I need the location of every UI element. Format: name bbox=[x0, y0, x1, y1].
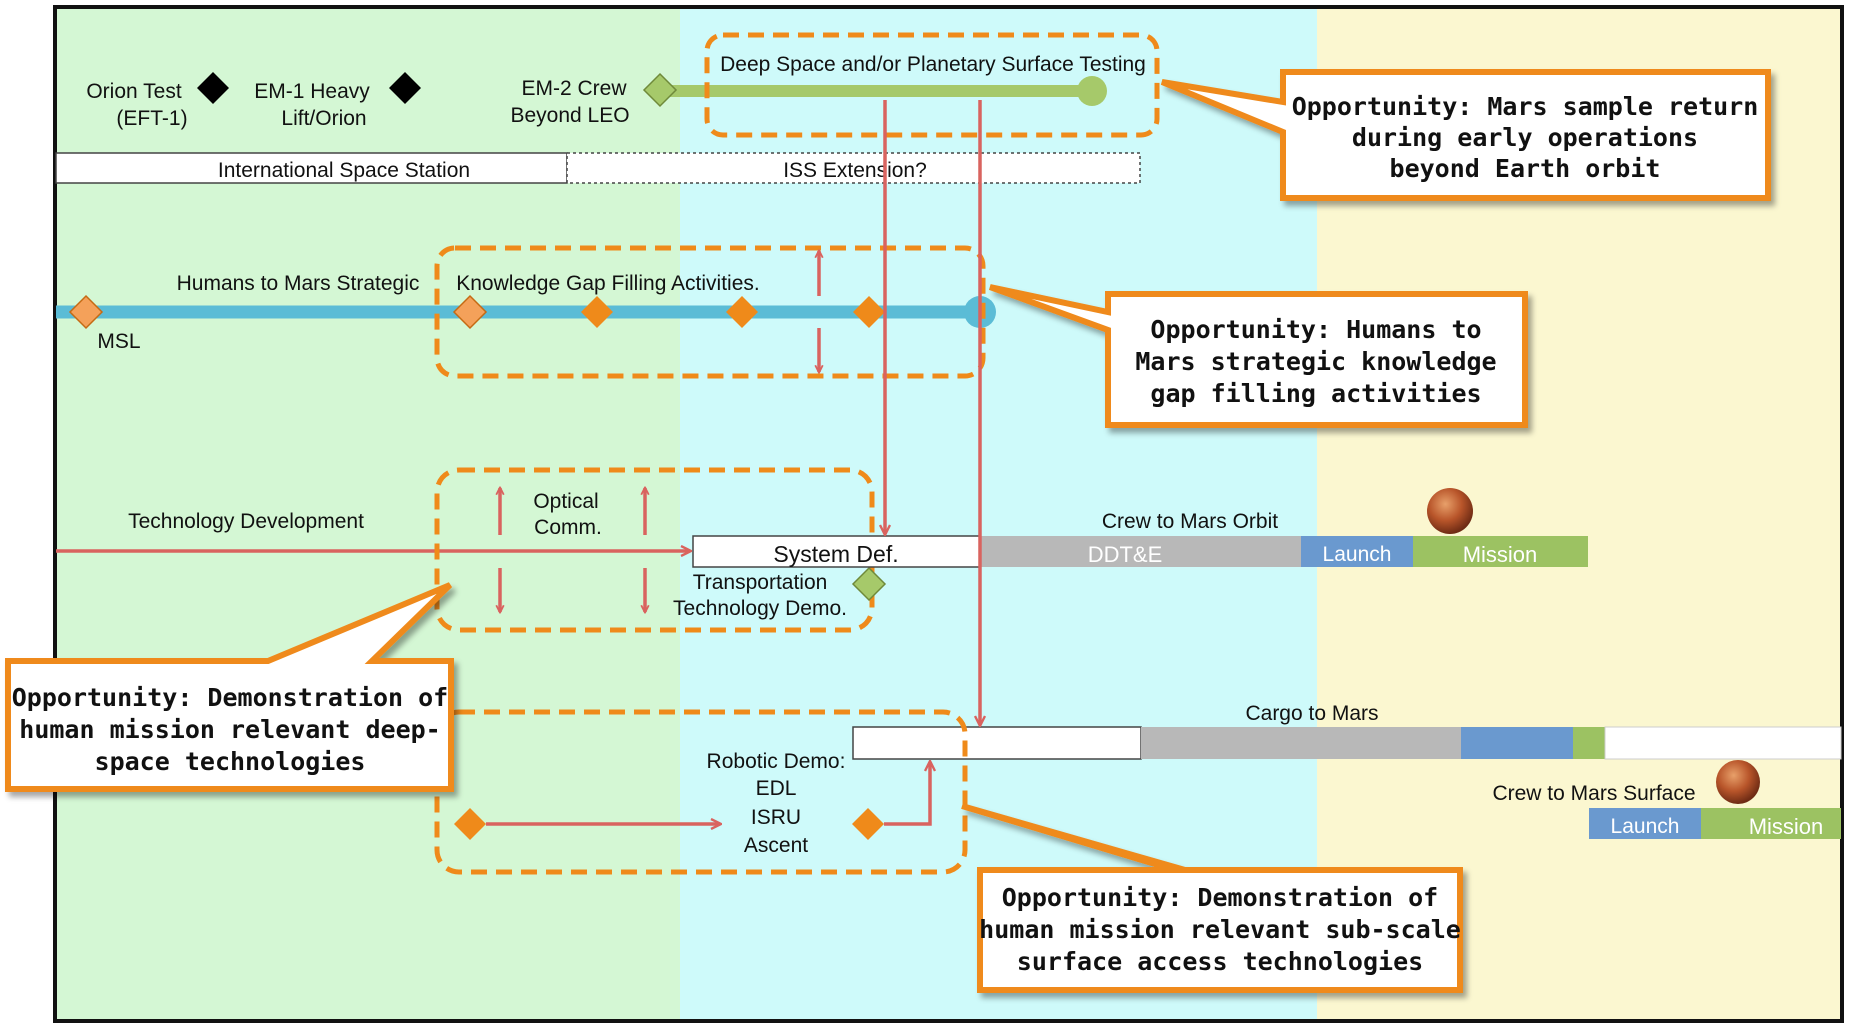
optical-comm-label-line2: Comm. bbox=[534, 516, 602, 539]
callout-strategic-line2: Mars strategic knowledge bbox=[1135, 347, 1496, 376]
callout-surface-access: Opportunity: Demonstration of human miss… bbox=[961, 803, 1463, 993]
strategic-milestone-diamond-4 bbox=[853, 296, 885, 328]
strategic-milestone-diamond-2 bbox=[581, 296, 613, 328]
callout-strategic-line1: Opportunity: Humans to bbox=[1150, 315, 1481, 344]
technology-development-label: Technology Development bbox=[128, 510, 364, 533]
ddte-label: DDT&E bbox=[1088, 542, 1163, 567]
strategic-label-left: Humans to Mars Strategic bbox=[177, 272, 420, 295]
strategic-knowledge-box bbox=[434, 245, 986, 379]
cargo-mission-bar bbox=[1573, 727, 1605, 759]
deep-space-testing-endpoint bbox=[1077, 76, 1107, 106]
callout-sample-return-line2: during early operations bbox=[1352, 123, 1698, 152]
robotic-start-diamond bbox=[454, 808, 486, 840]
robotic-demo-label-line1: Robotic Demo: bbox=[707, 750, 846, 773]
iss-label: International Space Station bbox=[218, 159, 470, 182]
crew-surface-launch-label: Launch bbox=[1611, 815, 1680, 838]
crew-surface-title: Crew to Mars Surface bbox=[1492, 782, 1695, 805]
callout-deep-space-tech: Opportunity: Demonstration of human miss… bbox=[5, 582, 454, 792]
em1-milestone-diamond bbox=[389, 72, 421, 104]
system-def-bar bbox=[692, 535, 981, 568]
eft1-label: (EFT-1) bbox=[116, 107, 187, 130]
mars-planet-icon-orbit bbox=[1427, 488, 1473, 534]
robotic-demo-label-line4: Ascent bbox=[744, 834, 808, 857]
crew-orbit-mission-bar bbox=[1413, 536, 1588, 567]
crew-orbit-mission-label: Mission bbox=[1463, 542, 1538, 567]
msl-label: MSL bbox=[97, 330, 140, 353]
crew-orbit-launch-bar bbox=[1301, 536, 1413, 567]
crew-surface-launch-bar bbox=[1589, 808, 1701, 839]
robotic-demo-label-line2: EDL bbox=[756, 777, 797, 800]
callout-surface-line3: surface access technologies bbox=[1017, 947, 1423, 976]
cargo-extension-bar bbox=[1604, 726, 1842, 760]
deep-space-testing-label: Deep Space and/or Planetary Surface Test… bbox=[720, 53, 1146, 76]
transportation-demo-diamond bbox=[851, 566, 887, 602]
iss-extension-label: ISS Extension? bbox=[783, 159, 927, 182]
robotic-demo-label-line3: ISRU bbox=[751, 806, 801, 829]
em2-label-line2: Beyond LEO bbox=[510, 104, 629, 127]
callout-surface-line2: human mission relevant sub-scale bbox=[979, 915, 1461, 944]
em2-label-line1: EM-2 Crew bbox=[521, 77, 627, 100]
orion-test-label: Orion Test bbox=[86, 80, 181, 103]
orion-test-milestone-diamond bbox=[197, 72, 229, 104]
msl-milestone-diamond bbox=[68, 294, 104, 330]
diagram-frame bbox=[53, 5, 1844, 1023]
crew-orbit-title: Crew to Mars Orbit bbox=[1102, 510, 1278, 533]
mars-planet-icon-surface bbox=[1716, 760, 1760, 804]
cargo-title: Cargo to Mars bbox=[1245, 702, 1378, 725]
optical-comm-label-line1: Optical bbox=[533, 490, 598, 513]
callout-sample-return-line1: Opportunity: Mars sample return bbox=[1292, 92, 1759, 121]
crew-orbit-launch-label: Launch bbox=[1323, 543, 1392, 566]
callout-strategic-line3: gap filling activities bbox=[1150, 379, 1481, 408]
robotic-to-cargo-arrow bbox=[884, 762, 930, 826]
iss-extension-bar bbox=[566, 152, 1141, 184]
cargo-definition-bar bbox=[852, 726, 1142, 760]
em2-milestone-diamond bbox=[642, 72, 678, 108]
em1-label-line2: Lift/Orion bbox=[281, 107, 366, 130]
callout-surface-line1: Opportunity: Demonstration of bbox=[1002, 883, 1439, 912]
ddte-bar bbox=[980, 536, 1301, 567]
deep-space-testing-box bbox=[704, 32, 1160, 138]
callout-deep-space-line1: Opportunity: Demonstration of bbox=[12, 683, 449, 712]
strategic-milestone-diamond-3 bbox=[726, 296, 758, 328]
transportation-label-line1: Transportation bbox=[693, 571, 828, 594]
strategic-label-right: Knowledge Gap Filling Activities. bbox=[456, 272, 760, 295]
crew-surface-mission-bar bbox=[1701, 808, 1841, 839]
strategic-milestone-diamond-1 bbox=[452, 294, 488, 330]
transportation-label-line2: Technology Demo. bbox=[673, 597, 847, 620]
robotic-end-diamond bbox=[852, 808, 884, 840]
system-def-label: System Def. bbox=[773, 541, 898, 567]
robotic-demo-box bbox=[434, 709, 968, 875]
cargo-launch-bar bbox=[1461, 727, 1573, 759]
callout-deep-space-line3: space technologies bbox=[95, 747, 366, 776]
callout-deep-space-line2: human mission relevant deep- bbox=[19, 715, 440, 744]
crew-surface-mission-label: Mission bbox=[1749, 814, 1824, 839]
cargo-ddte-bar bbox=[1141, 727, 1461, 759]
em1-label-line1: EM-1 Heavy bbox=[254, 80, 370, 103]
callout-sample-return: Opportunity: Mars sample return during e… bbox=[1160, 69, 1771, 201]
callout-sample-return-line3: beyond Earth orbit bbox=[1390, 154, 1661, 183]
callout-strategic-gap: Opportunity: Humans to Mars strategic kn… bbox=[988, 284, 1528, 428]
